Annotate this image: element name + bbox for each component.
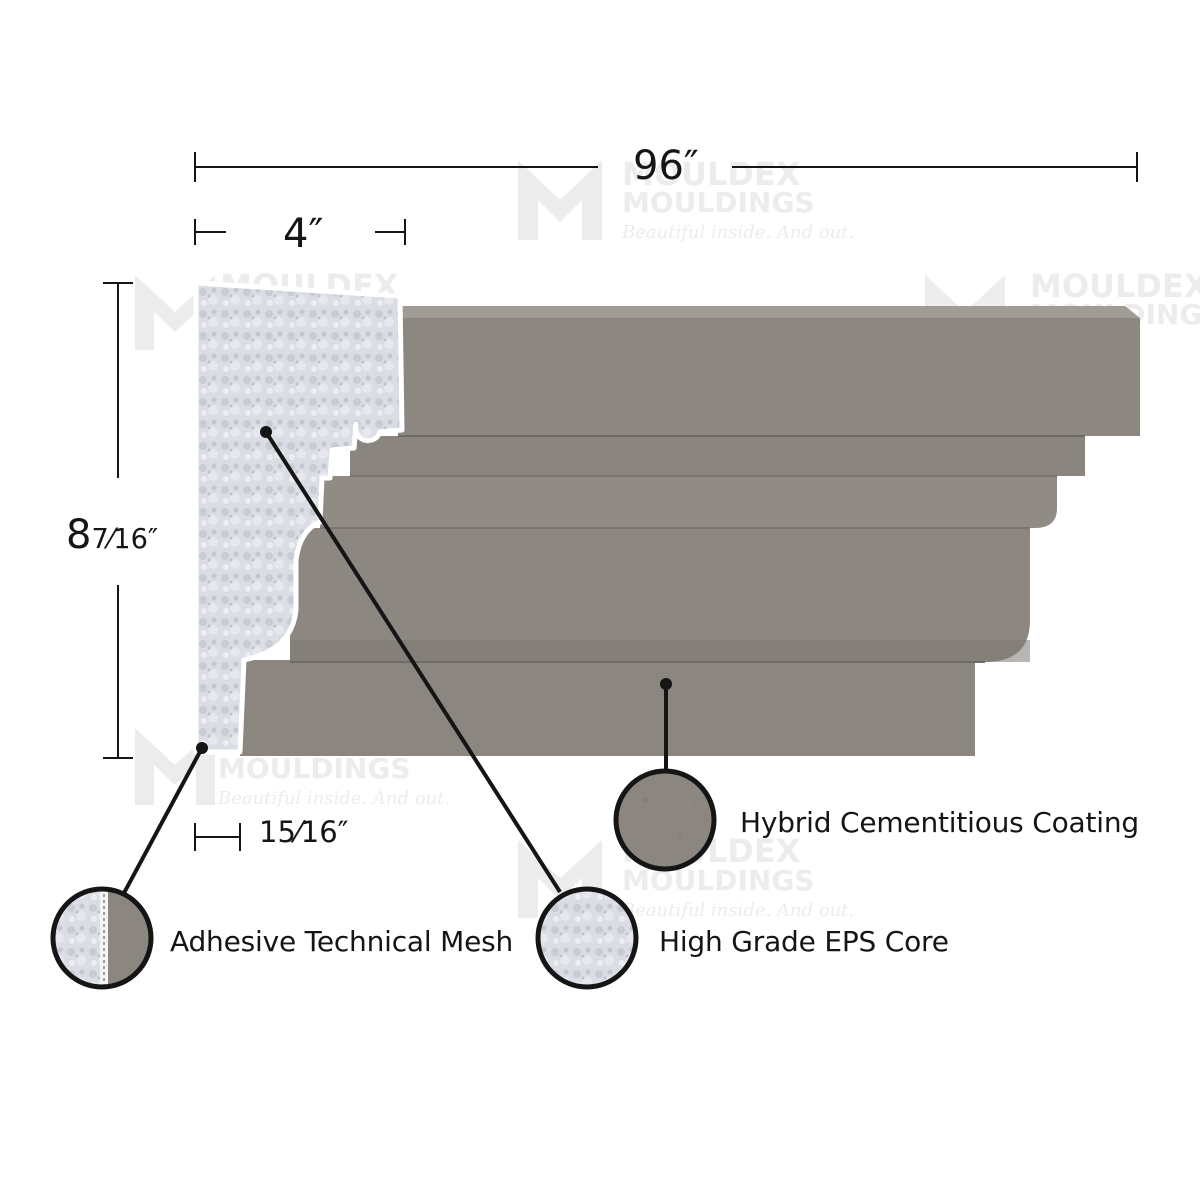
mesh-dimension-label: 15⁄16″ bbox=[259, 815, 349, 849]
length-dimension-label: 96″ bbox=[633, 143, 699, 189]
svg-text:MOULDINGS: MOULDINGS bbox=[218, 752, 411, 785]
svg-text:MOULDEX: MOULDEX bbox=[1030, 267, 1200, 305]
watermark-logo-center-top: MOULDEX MOULDINGS Beautiful inside. And … bbox=[518, 155, 854, 243]
height-whole: 8 bbox=[66, 512, 92, 558]
torus-band-face bbox=[320, 476, 1057, 528]
svg-text:Beautiful inside. And out.: Beautiful inside. And out. bbox=[621, 222, 854, 243]
cove-band-face bbox=[290, 528, 1030, 662]
leader-lines bbox=[122, 426, 672, 894]
bottom-fascia-face bbox=[240, 660, 975, 756]
svg-text:MOULDEX: MOULDEX bbox=[622, 155, 801, 193]
core-swatch bbox=[535, 886, 639, 990]
top-slab-top bbox=[198, 306, 1140, 318]
mesh-swatch bbox=[50, 886, 154, 990]
svg-text:Beautiful inside. And out.: Beautiful inside. And out. bbox=[217, 788, 450, 809]
coating-callout-label: Hybrid Cementitious Coating bbox=[740, 806, 1139, 839]
height-fraction: 7⁄16″ bbox=[91, 524, 159, 555]
step-band-face bbox=[350, 436, 1085, 476]
svg-text:MOULDINGS: MOULDINGS bbox=[622, 186, 815, 219]
moulding-body bbox=[198, 306, 1140, 756]
core-callout-label: High Grade EPS Core bbox=[659, 925, 949, 958]
dimension-lines bbox=[103, 152, 1138, 851]
coating-swatch bbox=[613, 768, 717, 872]
depth-dimension-label: 4″ bbox=[283, 211, 324, 257]
top-slab-face bbox=[398, 318, 1140, 436]
eps-core-profile bbox=[193, 280, 405, 755]
height-dimension-label: 87⁄16″ bbox=[66, 515, 158, 555]
mesh-callout-label: Adhesive Technical Mesh bbox=[170, 925, 514, 958]
svg-text:Beautiful inside. And out.: Beautiful inside. And out. bbox=[621, 900, 854, 921]
